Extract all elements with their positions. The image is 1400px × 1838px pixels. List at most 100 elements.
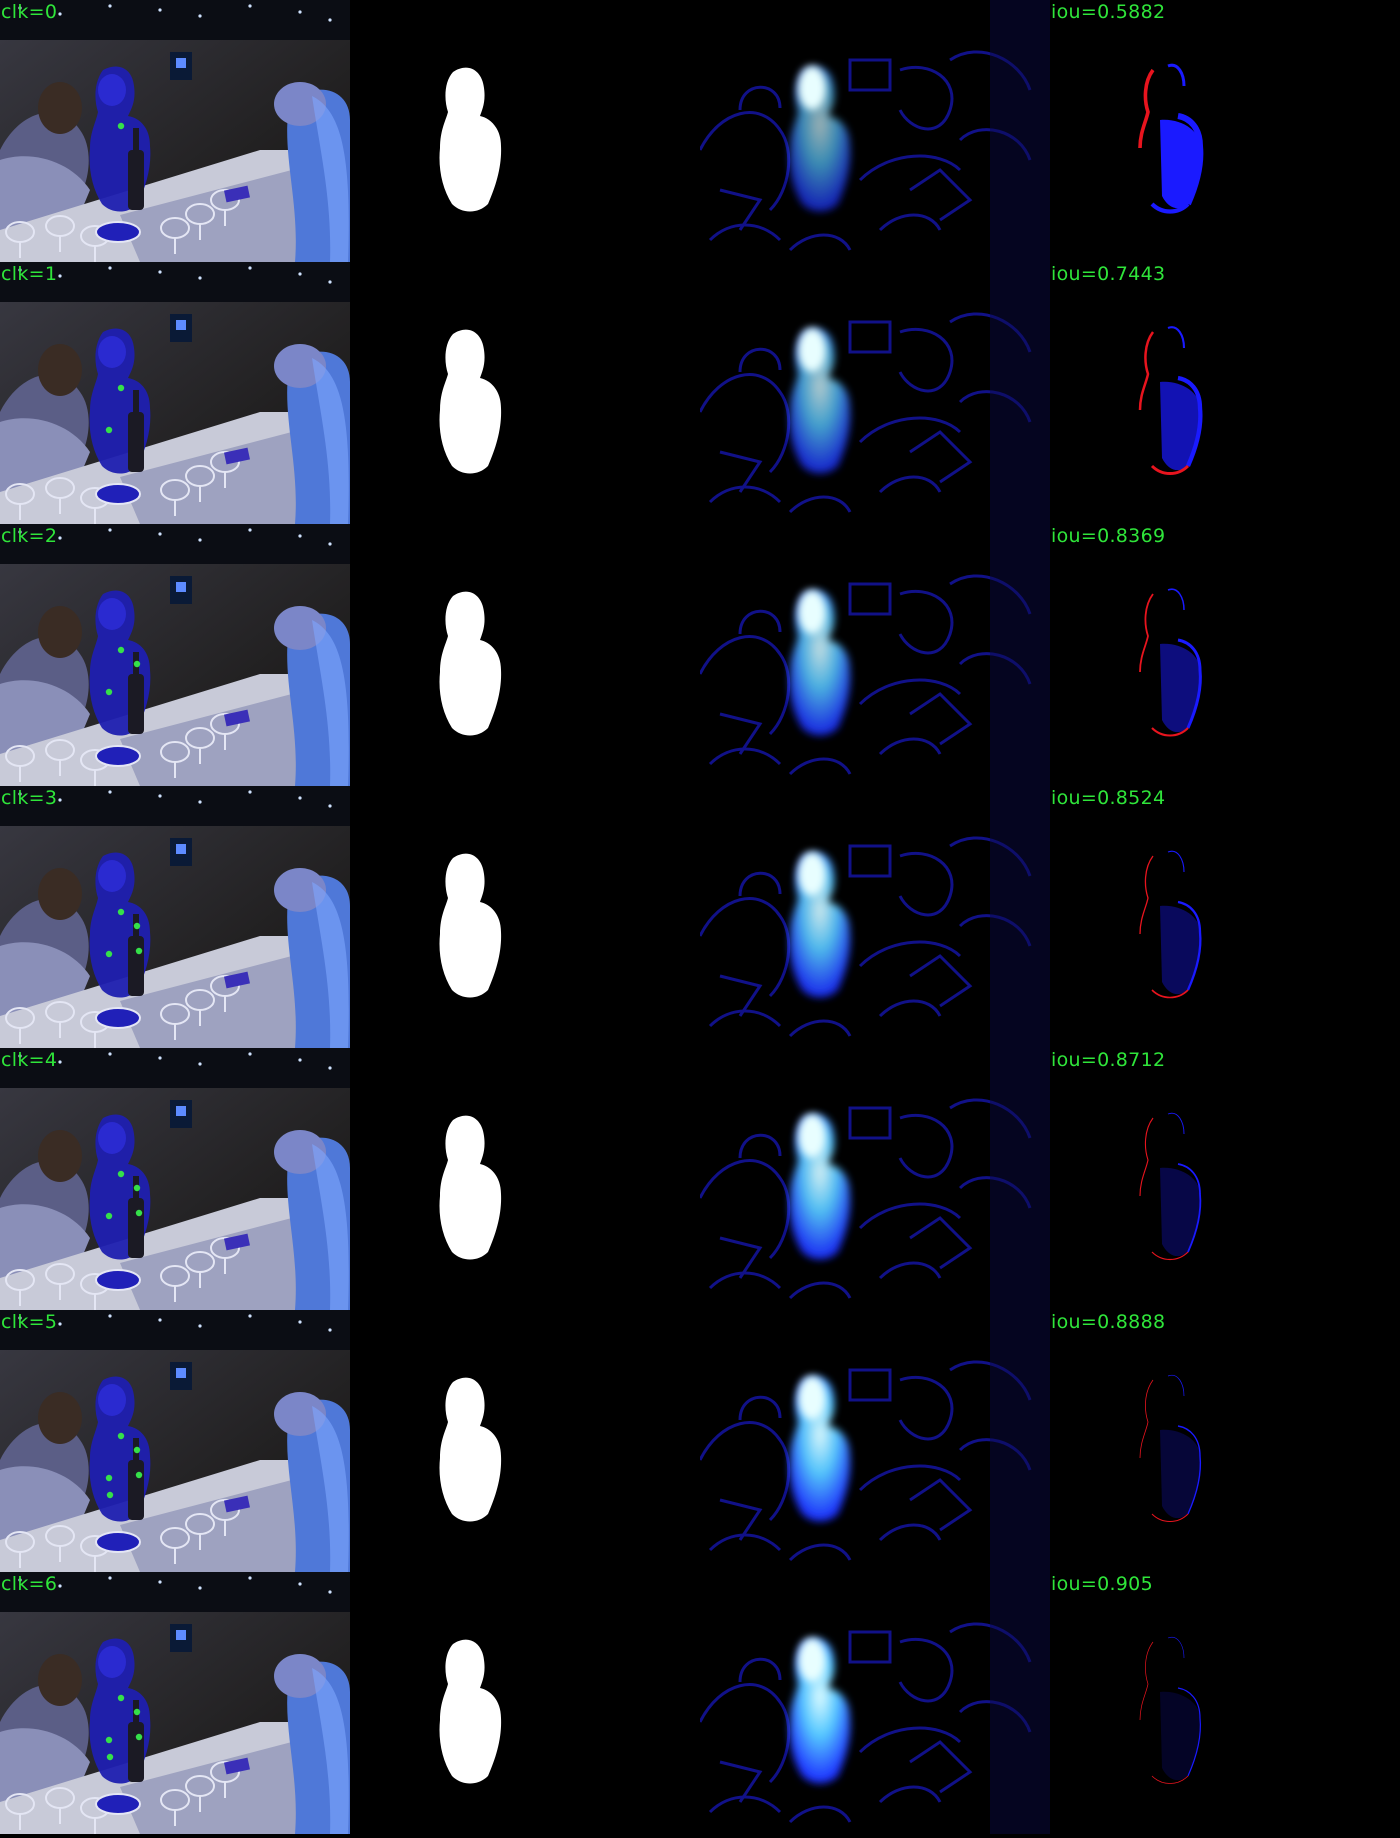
click-count-label: clk=6 — [1, 1573, 58, 1595]
photo-scene — [0, 786, 350, 1048]
edge-texture — [700, 50, 1032, 252]
click-markers — [105, 1432, 143, 1499]
click-point — [106, 1491, 114, 1499]
click-markers — [105, 908, 143, 958]
click-point — [133, 1446, 141, 1454]
click-point — [117, 1694, 125, 1702]
click-point — [105, 426, 113, 434]
click-point — [117, 384, 125, 392]
click-point — [117, 122, 125, 130]
edge-texture — [700, 1622, 1032, 1824]
probability-panel — [700, 1310, 1050, 1572]
error-regions — [1139, 1636, 1201, 1784]
mask-panel — [350, 1572, 700, 1834]
probability-panel — [700, 262, 1050, 524]
mask-panel — [350, 524, 700, 786]
edge-texture — [700, 1098, 1032, 1300]
result-row: clk=2 iou=0.8369 — [0, 524, 1400, 786]
iou-label: iou=0.5882 — [1051, 1, 1166, 23]
iou-label: iou=0.905 — [1051, 1573, 1153, 1595]
click-point — [117, 908, 125, 916]
click-point — [105, 1474, 113, 1482]
click-point — [117, 1432, 125, 1440]
result-row: clk=0 iou=0.5882 — [0, 0, 1400, 262]
photo-scene — [0, 524, 350, 786]
click-point — [135, 1209, 143, 1217]
photo-panel: clk=6 — [0, 1572, 350, 1834]
iou-label: iou=0.7443 — [1051, 263, 1166, 285]
click-point — [105, 688, 113, 696]
photo-scene — [0, 262, 350, 524]
click-markers — [117, 122, 125, 130]
mask-panel — [350, 262, 700, 524]
photo-panel: clk=2 — [0, 524, 350, 786]
probability-panel — [700, 1048, 1050, 1310]
photo-panel: clk=4 — [0, 1048, 350, 1310]
photo-scene — [0, 1310, 350, 1572]
iou-label: iou=0.8524 — [1051, 787, 1166, 809]
result-row: clk=4 iou=0.8712 — [0, 1048, 1400, 1310]
click-markers — [105, 384, 125, 434]
mask-panel — [350, 1310, 700, 1572]
predicted-mask-shape — [439, 591, 502, 736]
photo-scene — [0, 1048, 350, 1310]
photo-panel: clk=3 — [0, 786, 350, 1048]
click-point — [135, 1471, 143, 1479]
predicted-mask-shape — [439, 1115, 502, 1260]
edge-texture — [700, 574, 1032, 776]
photo-panel: clk=5 — [0, 1310, 350, 1572]
click-point — [106, 1753, 114, 1761]
predicted-mask-shape — [439, 853, 502, 998]
photo-scene — [0, 0, 350, 262]
error-panel: iou=0.5882 — [1050, 0, 1400, 262]
mask-panel — [350, 1048, 700, 1310]
click-markers — [105, 646, 141, 696]
click-markers — [105, 1694, 143, 1761]
probability-panel — [700, 0, 1050, 262]
click-markers — [105, 1170, 143, 1220]
click-point — [105, 1736, 113, 1744]
error-panel: iou=0.7443 — [1050, 262, 1400, 524]
error-panel: iou=0.8712 — [1050, 1048, 1400, 1310]
click-point — [105, 1212, 113, 1220]
click-count-label: clk=3 — [1, 787, 58, 809]
error-regions — [1138, 63, 1204, 214]
error-regions — [1139, 850, 1202, 999]
click-count-label: clk=2 — [1, 525, 58, 547]
click-point — [133, 660, 141, 668]
mask-panel — [350, 0, 700, 262]
iou-label: iou=0.8712 — [1051, 1049, 1166, 1071]
error-panel: iou=0.8369 — [1050, 524, 1400, 786]
edge-texture — [700, 312, 1032, 514]
error-regions — [1139, 588, 1202, 737]
photo-panel: clk=0 — [0, 0, 350, 262]
result-row: clk=6 iou=0.905 — [0, 1572, 1400, 1834]
click-count-label: clk=5 — [1, 1311, 58, 1333]
click-point — [117, 1170, 125, 1178]
click-point — [135, 947, 143, 955]
result-row: clk=1 iou=0.7443 — [0, 262, 1400, 524]
iou-label: iou=0.8369 — [1051, 525, 1166, 547]
click-point — [133, 1184, 141, 1192]
error-regions — [1139, 1112, 1202, 1261]
error-regions — [1138, 326, 1203, 475]
error-regions — [1139, 1374, 1202, 1522]
mask-panel — [350, 786, 700, 1048]
click-point — [133, 1708, 141, 1716]
click-count-label: clk=1 — [1, 263, 58, 285]
result-row: clk=5 iou=0.8888 — [0, 1310, 1400, 1572]
iou-label: iou=0.8888 — [1051, 1311, 1166, 1333]
predicted-mask-shape — [439, 1639, 502, 1784]
error-panel: iou=0.8524 — [1050, 786, 1400, 1048]
click-point — [135, 1733, 143, 1741]
predicted-mask-shape — [439, 67, 502, 212]
result-row: clk=3 iou=0.8524 — [0, 786, 1400, 1048]
error-panel: iou=0.905 — [1050, 1572, 1400, 1834]
click-point — [117, 646, 125, 654]
error-panel: iou=0.8888 — [1050, 1310, 1400, 1572]
probability-panel — [700, 786, 1050, 1048]
click-count-label: clk=0 — [1, 1, 58, 23]
predicted-mask-shape — [439, 329, 502, 474]
click-count-label: clk=4 — [1, 1049, 58, 1071]
